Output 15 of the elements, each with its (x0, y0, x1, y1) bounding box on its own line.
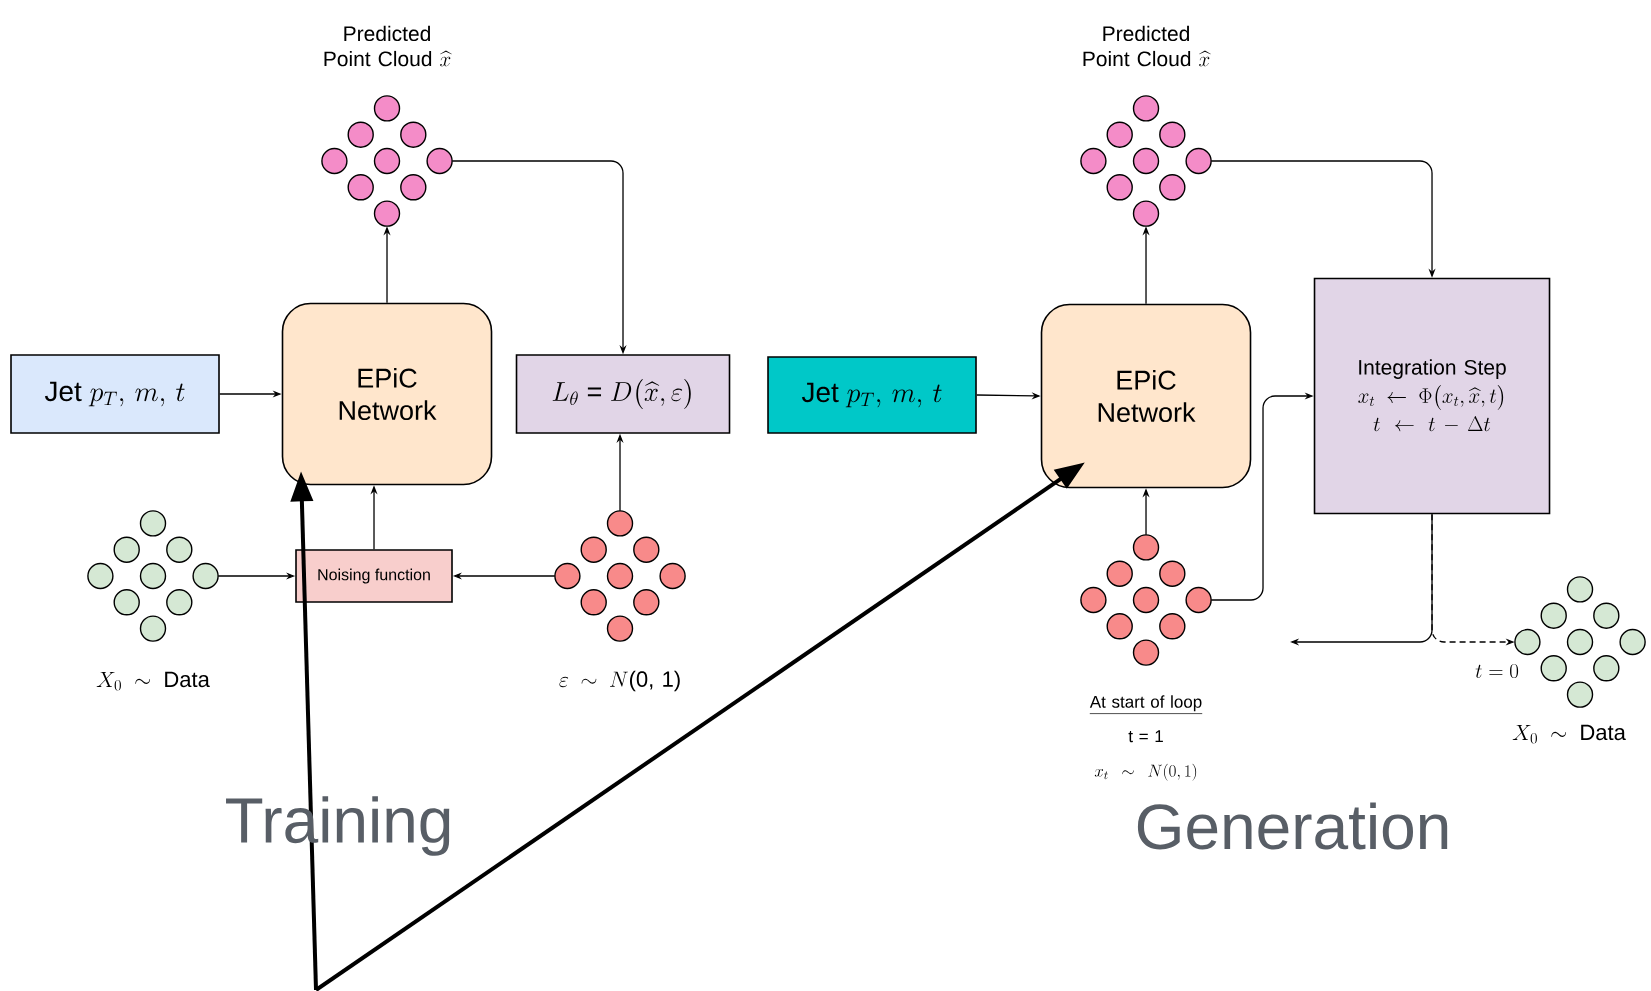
cloud-caption: $X_0 \sim \text{Data}$ (96, 671, 210, 691)
edge-label: $t = 0$ (1473, 662, 1521, 680)
cloud-caption: At start of loop t = 1 $x_t \sim N(0,1)$ (1089, 695, 1203, 781)
section-title: Generation (1137, 802, 1448, 850)
cloud-caption: $X_0 \sim \text{Data}$ (1512, 724, 1626, 744)
network-box: EPiC Network (1040, 303, 1252, 489)
process-box: $L_\theta \text{ = } D\big(\widehat{x}, \varepsilon\big)$ (515, 354, 731, 434)
process-box: Noising function (295, 549, 453, 603)
process-box: $\text{Jet } p_T,\, m,\, t$ (10, 354, 220, 434)
process-box: Integration Step $x_t \leftarrow \Phi\big(x_t, \widehat{x}, t\big)$ $t \leftarrow t - \Delta t$ (1313, 277, 1551, 515)
network-box: EPiC Network (281, 302, 493, 486)
cloud-caption: Predicted Point Cloud $\widehat{x}$ (324, 25, 452, 67)
cloud-caption: $\varepsilon \sim N\text{(0, 1)}$ (559, 670, 680, 692)
cloud-caption: Predicted Point Cloud $\widehat{x}$ (1083, 25, 1211, 67)
process-box: $\text{Jet } p_T,\, m,\, t$ (767, 356, 977, 434)
